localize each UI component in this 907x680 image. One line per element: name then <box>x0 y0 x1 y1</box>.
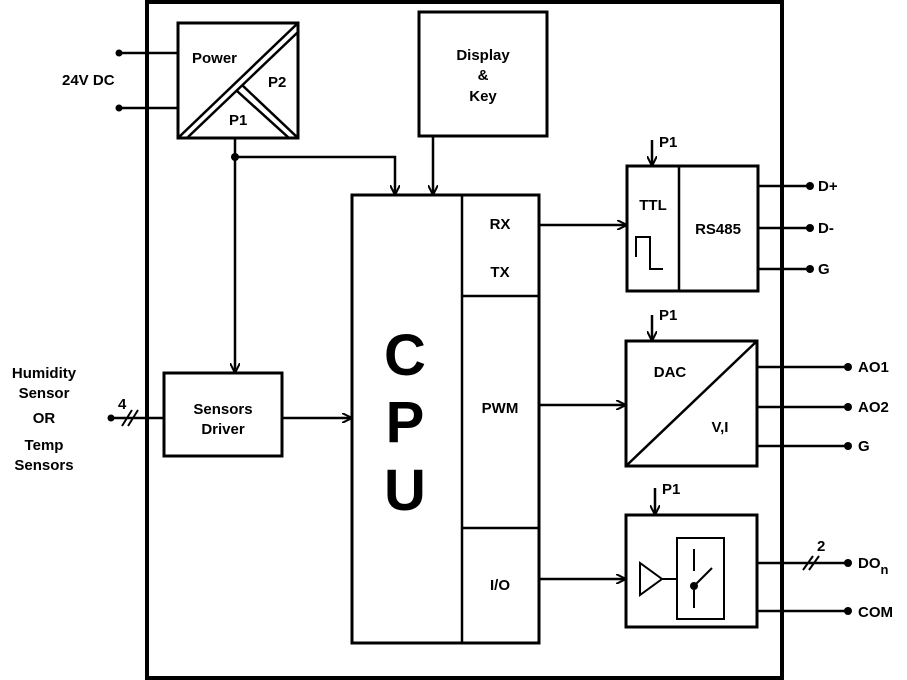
digital-out-sub: n <box>881 562 889 577</box>
cpu-pwm-label: PWM <box>482 400 519 417</box>
sensor-input-line2: Sensor <box>19 385 70 402</box>
cpu-tx-label: TX <box>490 264 509 281</box>
sensor-input-line3: OR <box>33 410 56 427</box>
power-title: Power <box>192 50 237 67</box>
cpu-rx-label: RX <box>490 216 511 233</box>
rs485-label: RS485 <box>695 221 741 238</box>
digital-com-label: COM <box>858 604 893 621</box>
cpu-block: C P U RX TX PWM I/O <box>350 193 541 645</box>
analog-p1-label: P1 <box>659 307 677 324</box>
cpu-letter-p: P <box>386 390 425 455</box>
cpu-letter-c: C <box>384 323 426 388</box>
analog-pin-g: G <box>858 438 870 455</box>
supply-label: 24V DC <box>62 72 115 89</box>
sensor-input-line4: Temp <box>25 437 64 454</box>
comm-pin-dplus: D+ <box>818 178 838 195</box>
sensors-driver-block: Sensors Driver <box>162 371 351 458</box>
cpu-io-label: I/O <box>490 577 510 594</box>
supply-input: 24V DC <box>62 49 178 112</box>
vi-label: V,I <box>712 419 729 436</box>
comm-pin-dminus: D- <box>818 220 834 237</box>
display-amp-label: & <box>478 67 489 84</box>
dac-label: DAC <box>654 364 687 381</box>
analog-block: DAC V,I P1 AO1 AO2 G <box>539 307 889 468</box>
sensor-bus-count: 4 <box>118 396 127 413</box>
enclosure <box>145 0 784 680</box>
power-p1-label: P1 <box>229 112 247 129</box>
key-label: Key <box>469 88 497 105</box>
cpu-letter-u: U <box>384 458 426 523</box>
analog-pin-ao1: AO1 <box>858 359 889 376</box>
sensor-input-line1: Humidity <box>12 365 77 382</box>
sensor-input-line5: Sensors <box>14 457 73 474</box>
sensors-driver-line2: Driver <box>201 421 245 438</box>
comm-block: TTL RS485 P1 D+ D- G <box>539 134 838 293</box>
comm-pin-g: G <box>818 261 830 278</box>
digital-p1-label: P1 <box>662 481 680 498</box>
power-p2-label: P2 <box>268 74 286 91</box>
display-key-block: Display & Key <box>417 10 549 194</box>
comm-p1-label: P1 <box>659 134 677 151</box>
digital-block: P1 2 DOn COM <box>539 481 893 629</box>
display-label: Display <box>456 47 510 64</box>
power-p1-wiring <box>231 138 395 372</box>
sensors-driver-line1: Sensors <box>193 401 252 418</box>
digital-bus-count: 2 <box>817 538 825 555</box>
square-wave-icon <box>635 236 663 270</box>
digital-out-main: DO <box>858 555 881 572</box>
ttl-label: TTL <box>639 197 667 214</box>
digital-out-label: DOn <box>858 555 889 577</box>
driver-triangle-icon <box>639 561 664 597</box>
power-block: Power P2 P1 <box>176 21 300 140</box>
sensor-input: 4 Humidity Sensor OR Temp Sensors <box>12 365 164 474</box>
analog-pin-ao2: AO2 <box>858 399 889 416</box>
